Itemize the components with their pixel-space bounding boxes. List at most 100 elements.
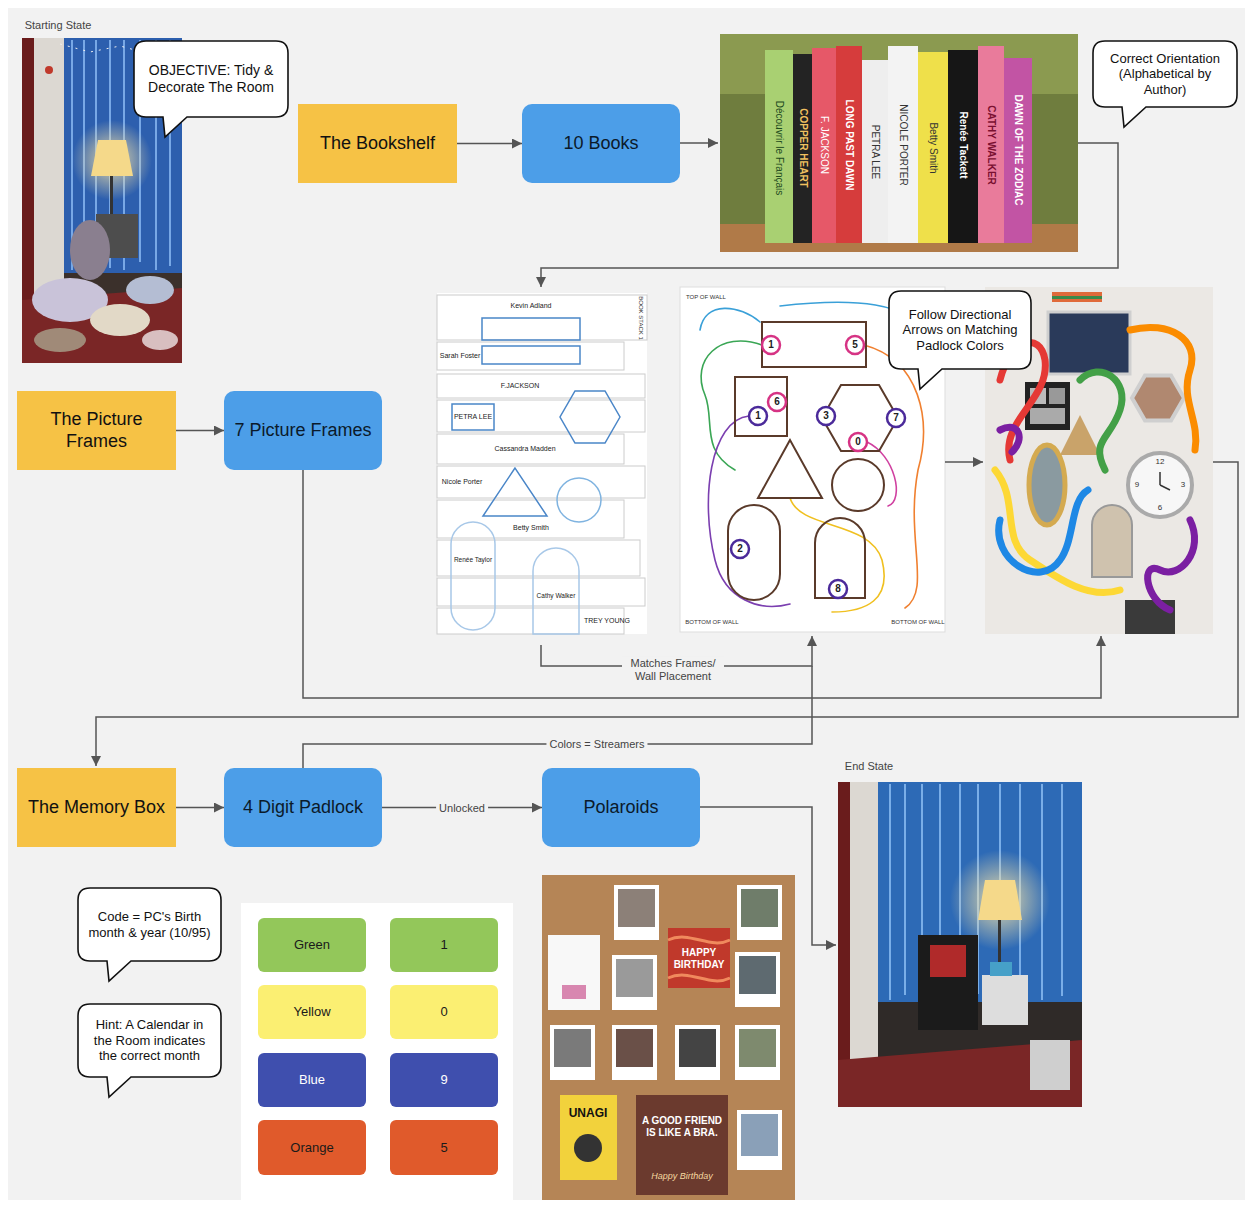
illustration-shape xyxy=(731,336,905,598)
annotation-label: Matches Frames/ Wall Placement xyxy=(622,656,724,683)
illustration-shape xyxy=(437,500,624,538)
node-text: 0 xyxy=(440,1004,447,1020)
illustration-shape xyxy=(978,880,1022,920)
illustration-shape xyxy=(1080,372,1122,470)
illustration-shape xyxy=(1148,520,1195,610)
node-text: Yellow xyxy=(293,1004,330,1020)
illustration-shape xyxy=(614,885,659,940)
mapping-cell: 1 xyxy=(390,918,498,972)
illustration-shape xyxy=(548,935,600,1010)
annotation-label: Renée Tackett xyxy=(957,111,969,178)
bubble-outline-path xyxy=(134,41,288,137)
illustration-shape xyxy=(437,578,645,606)
node-text: 1 xyxy=(440,937,447,953)
illustration-shape xyxy=(735,377,787,436)
book-stack-template xyxy=(437,293,647,634)
annotation-label: Betty Smith xyxy=(927,122,939,173)
illustration-shape xyxy=(451,522,579,634)
annotation-label: Happy Birthday xyxy=(651,1171,713,1181)
section-box: The Picture Frames xyxy=(17,391,176,470)
illustration-shape xyxy=(815,518,865,598)
illustration-shape xyxy=(990,962,1012,976)
illustration-shape xyxy=(850,782,878,1072)
illustration-shape xyxy=(1030,1040,1070,1090)
speech-bubble: Code = PC's Birth month & year (10/95) xyxy=(77,887,222,962)
annotation-label: 3 xyxy=(1181,480,1185,489)
annotation-label: UNAGI xyxy=(569,1107,608,1121)
illustration-shape xyxy=(888,46,918,243)
annotation-label: 12 xyxy=(1156,457,1165,466)
illustration-shape xyxy=(1048,312,1130,374)
illustration-shape xyxy=(982,975,1028,1025)
flow-arrow xyxy=(176,807,224,809)
illustration-shape xyxy=(675,1025,720,1080)
illustration-shape xyxy=(1128,453,1192,517)
annotation-label: End State xyxy=(845,760,893,773)
annotation-label: Sarah Foster xyxy=(440,352,480,360)
annotation-label: 9 xyxy=(1135,480,1139,489)
illustration-shape xyxy=(832,459,884,511)
illustration-shape xyxy=(741,889,778,927)
annotation-label: 1 xyxy=(755,410,761,422)
illustration-shape xyxy=(668,928,730,988)
annotation-label: TOP OF WALL xyxy=(686,294,726,301)
illustration-shape xyxy=(887,409,905,427)
speech-bubble: Correct Orientation (Alphabetical by Aut… xyxy=(1092,40,1238,108)
node-text: The Memory Box xyxy=(28,797,165,819)
illustration-shape xyxy=(437,295,647,340)
illustration-shape xyxy=(554,1029,591,1067)
illustration-shape xyxy=(303,470,1101,698)
annotation-label: Cassandra Madden xyxy=(494,445,555,453)
illustration-shape xyxy=(999,490,1088,572)
illustration-shape xyxy=(437,342,624,370)
illustration-shape xyxy=(680,142,718,144)
illustration-shape xyxy=(995,470,1120,593)
edge-label: Unlocked xyxy=(436,800,488,815)
annotation-label: BOTTOM OF WALL xyxy=(891,619,944,626)
annotation-label: F. JACKSON xyxy=(818,116,830,174)
node-text: 9 xyxy=(440,1072,447,1088)
illustration-shape xyxy=(762,322,866,367)
illustration-shape xyxy=(728,322,898,600)
illustration-shape xyxy=(482,318,580,340)
illustration-shape xyxy=(1000,427,1019,452)
node-text: OBJECTIVE: Tidy & Decorate The Room xyxy=(143,62,279,96)
node-text: Blue xyxy=(299,1072,325,1088)
node-text: Green xyxy=(294,937,330,953)
annotation-label: TREY YOUNG xyxy=(584,617,630,625)
annotation-label: BOOK STACK 1 xyxy=(638,296,645,340)
process-box: 10 Books xyxy=(522,104,680,183)
illustration-shape xyxy=(560,1095,617,1180)
illustration-shape xyxy=(616,959,653,997)
annotation-label: DAWN OF THE ZODIAC xyxy=(1012,94,1024,205)
flow-arrow xyxy=(176,430,224,432)
illustration-shape xyxy=(1052,292,1102,302)
node-text: The Bookshelf xyxy=(320,133,435,155)
annotation-label: F.JACKSON xyxy=(501,382,540,390)
annotation-label: Colors = Streamers xyxy=(546,737,647,752)
illustration-shape xyxy=(735,1025,780,1080)
node-text: 7 Picture Frames xyxy=(234,420,371,442)
mapping-cell: Blue xyxy=(258,1053,366,1107)
illustration-shape xyxy=(1030,408,1065,424)
illustration-shape xyxy=(303,666,812,768)
illustration-shape xyxy=(612,1025,657,1080)
speech-bubble: Hint: A Calendar in the Room indicates t… xyxy=(77,1003,222,1078)
illustration-shape xyxy=(612,955,657,1010)
illustration-shape xyxy=(483,468,547,516)
illustration-shape xyxy=(126,276,174,304)
illustration-shape xyxy=(749,407,767,425)
illustration-shape xyxy=(550,1025,595,1080)
illustration-shape xyxy=(1029,445,1065,525)
annotation-label: Betty Smith xyxy=(513,524,549,532)
speech-bubble: OBJECTIVE: Tidy & Decorate The Room xyxy=(133,40,289,118)
annotation-label: Cathy Walker xyxy=(537,592,576,599)
illustration-shape xyxy=(437,540,640,576)
annotation-label: 1 xyxy=(768,339,774,351)
node-text: 4 Digit Padlock xyxy=(243,797,363,819)
node-text: Code = PC's Birth month & year (10/95) xyxy=(87,909,212,940)
annotation-label: Nicole Porter xyxy=(442,478,482,486)
process-box: 7 Picture Frames xyxy=(224,391,382,470)
illustration-shape xyxy=(829,580,847,598)
